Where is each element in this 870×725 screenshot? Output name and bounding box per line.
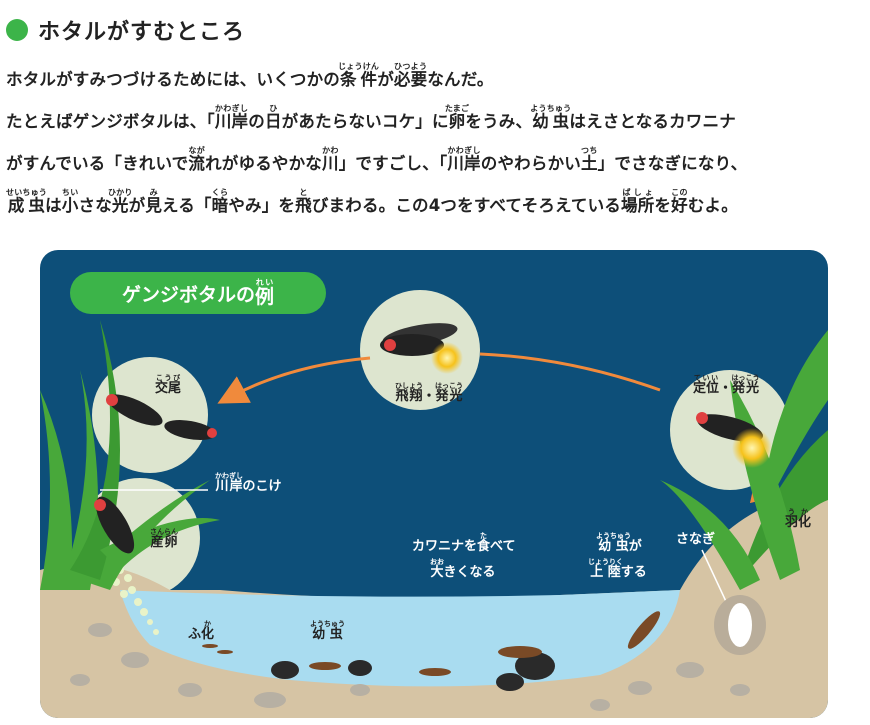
label-flight: 飛翔ひしょう・発光はっこう [395,382,463,404]
label-eat-line-1: カワニナを食たべて [412,532,516,554]
label-landing-line-2: 上陸じょうりくする [588,558,647,580]
paragraph-line-2: たとえばゲンジボタルは、「川岸かわぎしの日ひがあたらないコケ」に卵たまごをうみ、… [6,104,736,132]
label-positioning: 定位ていい・発光はっこう [693,374,760,396]
label-emergence: 羽化うか [785,508,811,530]
label-mating: 交尾こうび [155,374,181,396]
label-landing-line-1: 幼虫ようちゅうが [596,532,642,554]
green-dot-icon [6,19,28,41]
label-hatching: ふ化か [188,620,214,642]
pupa-chamber [714,595,766,655]
example-badge: ゲンジボタルの例れい [70,272,326,314]
position-to-flight-arrow [480,354,660,390]
label-eat-line-2: 大おおきくなる [430,558,496,580]
paragraph-line-3: がすんでいる「きれいで流ながれがゆるやかな川かわ」ですごし、「川岸かわぎしのやわ… [6,146,747,174]
diagram-artwork [40,250,828,718]
label-laying: 産卵さんらん [150,528,178,550]
label-pupa: さなぎ [676,528,715,547]
firefly-lifecycle-diagram: ゲンジボタルの例れい 交尾こうび 飛翔ひしょう・発光はっこう 定位ていい・発光は… [40,250,828,718]
paragraph-line-1: ホタルがすみつづけるためには、いくつかの条件じょうけんが必要ひつようなんだ。 [6,62,494,90]
label-larva: 幼虫ようちゅう [310,620,345,642]
page-title: ホタルがすむところ [38,14,245,46]
label-moss: 川岸かわぎしのこけ [215,472,282,494]
flight-to-mating-arrow [228,358,370,398]
paragraph-line-4: 成虫せいちゅうは小ちいさな光ひかりが見みえる「暗くらやみ」を飛とびまわる。この4… [6,188,738,216]
section-heading: ホタルがすむところ [6,14,245,46]
